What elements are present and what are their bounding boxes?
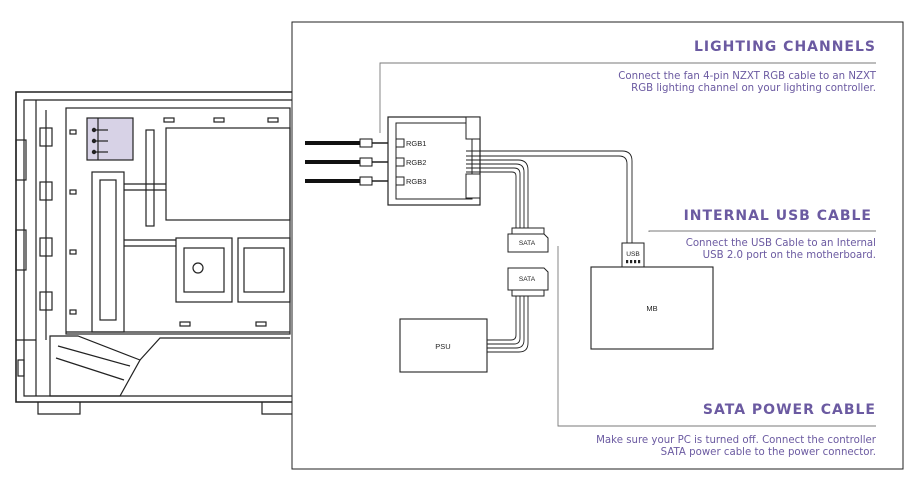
mb-label: MB: [646, 304, 657, 313]
pc-case-illustration: [15, 91, 292, 415]
lighting-channels-desc-line2: RGB lighting channel on your lighting co…: [631, 83, 876, 94]
rgb2-port-label: RGB2: [406, 158, 426, 167]
sata-power-cable-title: SATA POWER CABLE: [703, 402, 876, 418]
internal-usb-cable-desc-line2: USB 2.0 port on the motherboard.: [703, 250, 876, 261]
psu-label: PSU: [435, 342, 450, 351]
sata-lower-label: SATA: [519, 276, 536, 283]
lighting-channels-title: LIGHTING CHANNELS: [694, 39, 876, 55]
usb-label: USB: [626, 251, 640, 258]
lighting-controller: RGB1 RGB2 RGB3: [387, 116, 481, 206]
callout-leaders: [379, 62, 876, 427]
motherboard-box: MB: [590, 266, 714, 350]
internal-usb-cable-title: INTERNAL USB CABLE: [684, 208, 872, 224]
usb-connector: USB: [621, 242, 645, 268]
sata-power-cable-desc-line1: Make sure your PC is turned off. Connect…: [596, 435, 877, 446]
diagram-panel-border: [291, 21, 904, 470]
sata-connector-lower: SATA: [507, 267, 549, 297]
rgb3-port-label: RGB3: [406, 177, 426, 186]
internal-usb-cable-desc-line1: Connect the USB Cable to an Internal: [686, 238, 876, 249]
sata-power-cable-desc-line2: SATA power cable to the power connector.: [661, 447, 876, 458]
rgb-fan-cables: [305, 138, 388, 186]
rgb1-port-label: RGB1: [406, 139, 426, 148]
sata-upper-label: SATA: [519, 240, 536, 247]
sata-connector-upper: SATA: [507, 227, 549, 253]
controller-cables: [466, 150, 633, 353]
psu-box: PSU: [399, 318, 488, 373]
lighting-channels-desc-line1: Connect the fan 4-pin NZXT RGB cable to …: [618, 71, 877, 82]
